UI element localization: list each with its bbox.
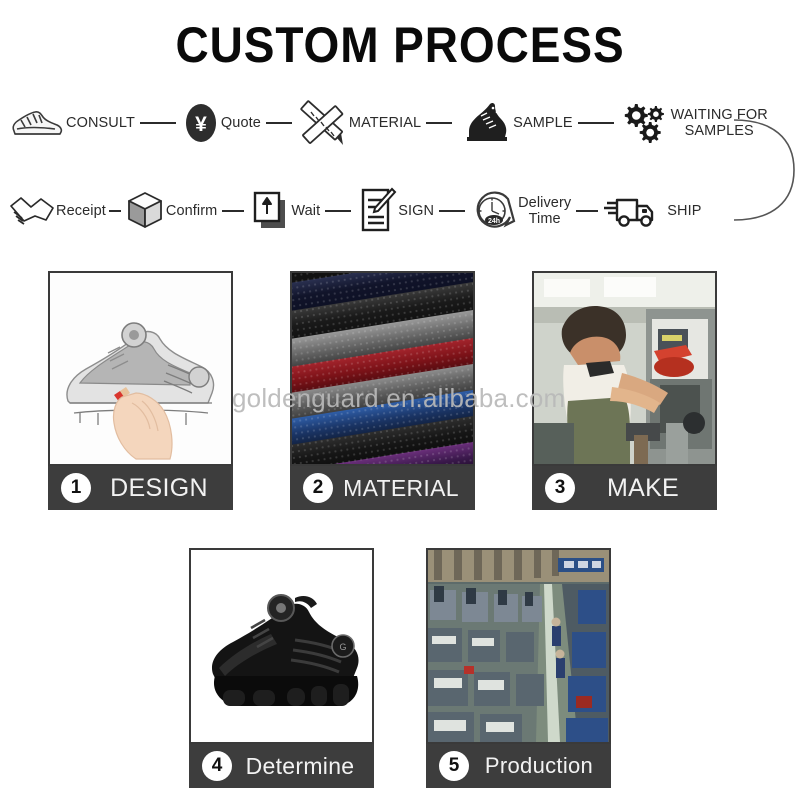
card-label: MAKE	[606, 473, 680, 502]
flow-row-2: Receipt Confirm	[0, 180, 800, 242]
card-label-bar: 5 Production	[426, 744, 611, 788]
upload-icon	[254, 191, 286, 228]
card-label-bar: 4 Determine	[189, 744, 374, 788]
truck-icon	[604, 198, 654, 227]
flow-step-waiting-for-samples: WAITING FOR SAMPLES	[619, 100, 768, 146]
flow-step-sample: SAMPLE	[457, 99, 573, 147]
flow-step-receipt: Receipt	[8, 190, 106, 232]
card-number-badge: 1	[61, 473, 91, 503]
process-card-determine[interactable]: G 4 Determine	[189, 548, 374, 788]
svg-text:¥: ¥	[195, 113, 207, 136]
card-label-bar: 2 MATERIAL	[290, 466, 475, 510]
flow-step-material: MATERIAL	[297, 95, 421, 151]
card-label-bar: 3 MAKE	[532, 466, 717, 510]
flow-loop-connector	[733, 119, 795, 221]
factory-assembly-line-illustration	[428, 550, 609, 742]
flow-step-quote: ¥ Quote	[181, 101, 261, 145]
flow-step-label: Receipt	[56, 202, 106, 219]
card-image-determine: G	[189, 548, 374, 744]
flow-step-confirm: Confirm	[124, 189, 217, 233]
flow-connector	[108, 210, 121, 212]
card-image-make	[532, 271, 717, 466]
sneaker-icon	[12, 111, 63, 135]
card-label: MATERIAL	[343, 474, 459, 501]
flow-step-label: SHIP	[667, 202, 702, 219]
flow-connector	[265, 122, 292, 124]
flow-step-wait: Wait	[249, 188, 320, 234]
flow-step-delivery-time: 24h Delivery Time	[470, 187, 571, 235]
shoe-sample-icon	[467, 102, 508, 141]
card-number-badge: 4	[202, 751, 232, 781]
handshake-icon	[10, 197, 54, 225]
page-title: CUSTOM PROCESS	[175, 17, 625, 73]
worker-at-shoe-machine-illustration	[534, 273, 715, 464]
document-pen-icon	[362, 187, 397, 232]
card-image-production	[426, 548, 611, 744]
process-cards-row-1: 1 DESIGN	[0, 271, 800, 510]
flow-step-label: Delivery Time	[518, 195, 572, 227]
ruler-pencil-icon	[300, 100, 344, 145]
flow-step-label: SAMPLE	[513, 114, 573, 131]
process-cards-row-2: G 4 Determine	[0, 548, 800, 788]
card-label-bar: 1 DESIGN	[48, 466, 233, 510]
card-number-badge: 5	[439, 751, 469, 781]
flow-connector	[325, 210, 352, 212]
flow-connector	[577, 122, 614, 124]
box-icon	[127, 192, 162, 228]
process-card-material[interactable]: 2 MATERIAL	[290, 271, 475, 510]
yen-coin-icon: ¥	[185, 104, 216, 142]
flow-row-1: CONSULT ¥ Quote	[0, 92, 800, 154]
process-card-production[interactable]: 5 Production	[426, 548, 611, 788]
flow-step-ship: SHIP	[603, 190, 701, 232]
flow-connector	[576, 210, 599, 212]
hand-sketching-sneaker-illustration	[66, 322, 215, 460]
flow-step-label: WAITING FOR SAMPLES	[670, 107, 768, 139]
card-label: DESIGN	[110, 473, 208, 502]
card-image-design	[48, 271, 233, 466]
flow-step-label: Quote	[220, 114, 261, 131]
flow-step-consult: CONSULT	[8, 103, 135, 143]
svg-text:G: G	[339, 642, 346, 652]
card-image-material	[290, 271, 475, 466]
clock-24h-icon: 24h	[476, 191, 516, 228]
gears-icon	[624, 104, 664, 143]
flow-step-label: Wait	[291, 202, 321, 219]
flow-step-label: MATERIAL	[348, 114, 422, 131]
flow-connector	[222, 210, 245, 212]
card-number-badge: 3	[545, 473, 575, 503]
flow-step-label: SIGN	[398, 202, 435, 219]
card-label: Determine	[245, 752, 355, 779]
process-card-design[interactable]: 1 DESIGN	[48, 271, 233, 510]
black-sneaker-illustration: G	[191, 550, 372, 742]
flow-connector	[439, 210, 466, 212]
flow-connector	[426, 122, 453, 124]
process-card-make[interactable]: 3 MAKE	[532, 271, 717, 510]
mesh-texture-overlay	[292, 273, 473, 464]
process-flow-diagram: CONSULT ¥ Quote	[0, 92, 800, 252]
flow-step-label: CONSULT	[66, 114, 135, 131]
flow-connector	[139, 122, 176, 124]
flow-step-sign: SIGN	[356, 186, 434, 236]
svg-text:24h: 24h	[488, 218, 500, 225]
flow-step-label: Confirm	[165, 202, 218, 219]
card-label: Production	[484, 753, 594, 778]
card-number-badge: 2	[303, 473, 333, 503]
